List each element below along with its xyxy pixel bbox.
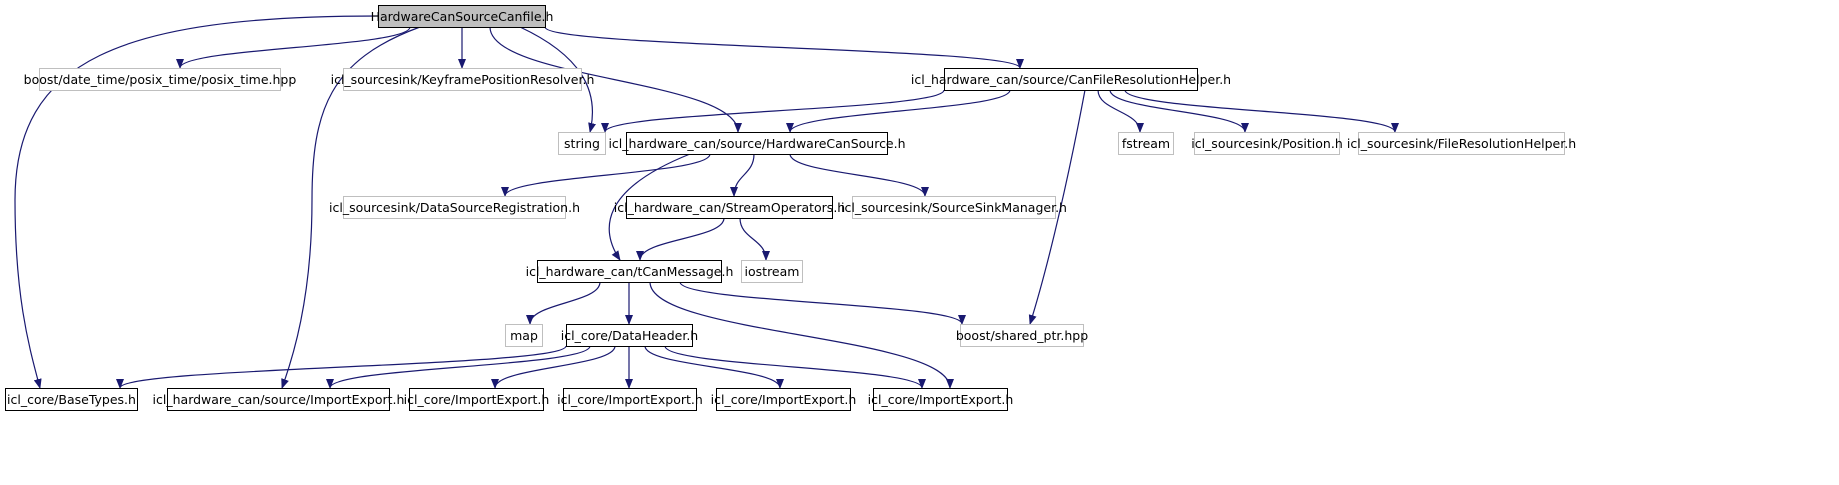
edge-root-to-canfile_helper bbox=[544, 26, 1024, 69]
node-root[interactable]: HardwareCanSourceCanfile.h bbox=[371, 5, 554, 28]
node-core_ie_4[interactable]: icl_core/ImportExport.h bbox=[868, 388, 1014, 411]
node-box bbox=[343, 68, 582, 91]
node-label: icl_core/ImportExport.h bbox=[868, 392, 1014, 407]
edge-stream_ops-to-iostream bbox=[739, 217, 770, 261]
edge-data_header-to-core_ie_3 bbox=[644, 345, 784, 389]
edge-tcan-to-map bbox=[526, 281, 601, 325]
node-box bbox=[537, 260, 722, 283]
edge-data_header-to-core_ie_4 bbox=[664, 345, 926, 389]
node-box bbox=[1118, 132, 1174, 155]
nodes: HardwareCanSourceCanfile.h boost/date_tim… bbox=[5, 5, 1576, 411]
edge-hw_can_source-to-src_sink_mgr bbox=[789, 153, 929, 197]
node-label: icl_core/ImportExport.h bbox=[557, 392, 703, 407]
node-keyframe[interactable]: icl_sourcesink/KeyframePositionResolver.… bbox=[331, 68, 595, 91]
node-map[interactable]: map bbox=[505, 324, 543, 347]
node-hw_can_source[interactable]: icl_hardware_can/source/HardwareCanSourc… bbox=[608, 132, 906, 155]
edge-data_header-to-hw_import_export bbox=[326, 345, 591, 389]
node-file_res_helper[interactable]: icl_sourcesink/FileResolutionHelper.h bbox=[1347, 132, 1576, 155]
node-box bbox=[563, 388, 697, 411]
edge-canfile_helper-to-file_res_helper bbox=[1124, 89, 1399, 133]
node-box bbox=[566, 324, 693, 347]
node-label: icl_hardware_can/source/ImportExport.h bbox=[153, 392, 405, 407]
edge-canfile_helper-to-position bbox=[1109, 89, 1249, 133]
node-canfile_helper[interactable]: icl_hardware_can/source/CanFileResolutio… bbox=[911, 68, 1231, 91]
node-position[interactable]: icl_sourcesink/Position.h bbox=[1191, 132, 1343, 155]
node-box bbox=[626, 196, 833, 219]
edges bbox=[14, 15, 1399, 389]
node-core_ie_2[interactable]: icl_core/ImportExport.h bbox=[557, 388, 703, 411]
edge-hw_can_source-to-tcan bbox=[608, 153, 691, 261]
node-boost_posix[interactable]: boost/date_time/posix_time/posix_time.hp… bbox=[24, 68, 297, 91]
node-label: icl_hardware_can/tCanMessage.h bbox=[526, 264, 734, 279]
node-box bbox=[505, 324, 543, 347]
node-label: icl_hardware_can/source/HardwareCanSourc… bbox=[608, 136, 905, 151]
node-fstream[interactable]: fstream bbox=[1118, 132, 1174, 155]
edge-root-to-boost_posix bbox=[176, 26, 411, 69]
node-label: string bbox=[564, 136, 600, 151]
node-tcan[interactable]: icl_hardware_can/tCanMessage.h bbox=[526, 260, 734, 283]
node-hw_import_export[interactable]: icl_hardware_can/source/ImportExport.h bbox=[153, 388, 405, 411]
node-label: boost/shared_ptr.hpp bbox=[956, 328, 1088, 343]
edge-canfile_helper-to-hw_can_source bbox=[786, 89, 1011, 133]
node-data_header[interactable]: icl_core/DataHeader.h bbox=[561, 324, 698, 347]
node-data_src_reg[interactable]: icl_sourcesink/DataSourceRegistration.h bbox=[329, 196, 580, 219]
node-label: HardwareCanSourceCanfile.h bbox=[371, 9, 554, 24]
node-base_types[interactable]: icl_core/BaseTypes.h bbox=[5, 388, 138, 411]
node-label: icl_core/DataHeader.h bbox=[561, 328, 698, 343]
node-box bbox=[873, 388, 1008, 411]
node-label: map bbox=[510, 328, 538, 343]
node-label: icl_core/ImportExport.h bbox=[404, 392, 550, 407]
node-label: boost/date_time/posix_time/posix_time.hp… bbox=[24, 72, 297, 87]
edge-root-to-base_types bbox=[14, 15, 379, 389]
edge-canfile_helper-to-shared_ptr bbox=[1028, 89, 1086, 325]
node-stream_ops[interactable]: icl_hardware_can/StreamOperators.h bbox=[614, 196, 845, 219]
edge-canfile_helper-to-fstream bbox=[1097, 89, 1144, 133]
node-box bbox=[558, 132, 606, 155]
node-box bbox=[167, 388, 390, 411]
node-label: iostream bbox=[745, 264, 800, 279]
edge-canfile_helper-to-string bbox=[601, 89, 945, 133]
node-box bbox=[1194, 132, 1340, 155]
node-label: icl_sourcesink/FileResolutionHelper.h bbox=[1347, 136, 1576, 151]
node-box bbox=[39, 68, 281, 91]
edge-root-to-hw_import_export bbox=[281, 26, 421, 389]
node-label: icl_hardware_can/source/CanFileResolutio… bbox=[911, 72, 1231, 87]
node-src_sink_mgr[interactable]: icl_sourcesink/SourceSinkManager.h bbox=[841, 196, 1067, 219]
node-box bbox=[378, 5, 546, 28]
node-box bbox=[960, 324, 1084, 347]
node-label: icl_hardware_can/StreamOperators.h bbox=[614, 200, 845, 215]
node-box bbox=[1358, 132, 1565, 155]
node-label: icl_core/ImportExport.h bbox=[711, 392, 857, 407]
node-box bbox=[852, 196, 1056, 219]
node-label: icl_sourcesink/Position.h bbox=[1191, 136, 1343, 151]
node-shared_ptr[interactable]: boost/shared_ptr.hpp bbox=[956, 324, 1088, 347]
edge-hw_can_source-to-data_src_reg bbox=[501, 153, 711, 197]
node-label: icl_sourcesink/KeyframePositionResolver.… bbox=[331, 72, 595, 87]
edge-data_header-to-base_types bbox=[116, 345, 567, 389]
node-box bbox=[626, 132, 888, 155]
node-label: icl_core/BaseTypes.h bbox=[7, 392, 136, 407]
node-label: icl_sourcesink/DataSourceRegistration.h bbox=[329, 200, 580, 215]
node-label: fstream bbox=[1122, 136, 1170, 151]
edge-tcan-to-shared_ptr bbox=[679, 281, 966, 325]
edge-hw_can_source-to-stream_ops bbox=[730, 153, 755, 197]
node-box bbox=[343, 196, 566, 219]
node-box bbox=[944, 68, 1198, 91]
node-box bbox=[741, 260, 803, 283]
node-label: icl_sourcesink/SourceSinkManager.h bbox=[841, 200, 1067, 215]
node-box bbox=[409, 388, 544, 411]
node-string[interactable]: string bbox=[558, 132, 606, 155]
node-box bbox=[716, 388, 851, 411]
edge-stream_ops-to-tcan bbox=[636, 217, 725, 261]
node-core_ie_3[interactable]: icl_core/ImportExport.h bbox=[711, 388, 857, 411]
edge-data_header-to-core_ie_1 bbox=[491, 345, 616, 389]
edge-tcan-to-core_ie_4 bbox=[649, 281, 954, 389]
node-core_ie_1[interactable]: icl_core/ImportExport.h bbox=[404, 388, 550, 411]
node-iostream[interactable]: iostream bbox=[741, 260, 803, 283]
node-box bbox=[5, 388, 138, 411]
